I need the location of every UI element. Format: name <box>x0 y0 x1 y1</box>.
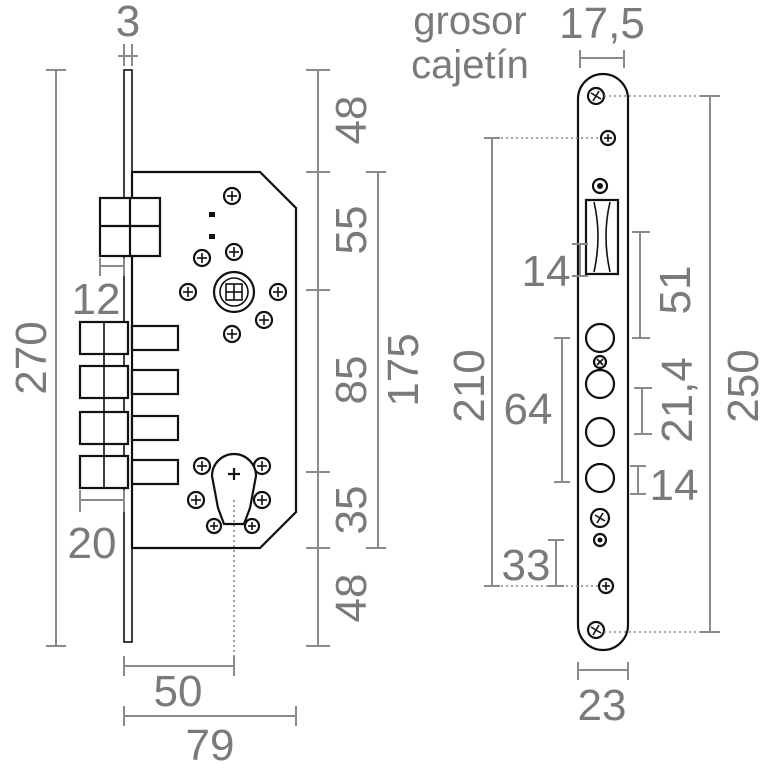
body-width-label: 79 <box>186 721 235 768</box>
grosor-line1: grosor <box>413 0 526 43</box>
seg-35-label: 35 <box>327 486 376 535</box>
grosor-line2: cajetín <box>411 43 529 87</box>
cylinder-screw <box>589 507 611 529</box>
grosor-value: 17,5 <box>559 0 645 48</box>
plate-screw-5 <box>597 577 615 595</box>
bolt-size-label: 14 <box>650 461 699 510</box>
bolt-pitch-label: 21,4 <box>653 357 702 443</box>
seg-55-label: 55 <box>327 206 376 255</box>
bolt-span-label: 64 <box>504 385 553 434</box>
screw-span-250-label: 250 <box>719 349 768 422</box>
top-offset-label: 48 <box>327 96 376 145</box>
faceplate-strip <box>123 69 133 643</box>
latch-height-label: 14 <box>522 247 571 296</box>
plate-screw-bottom <box>586 620 606 640</box>
bottom-offset-label: 48 <box>327 574 376 623</box>
plate-width-label: 23 <box>578 681 627 730</box>
marker-1 <box>209 212 215 217</box>
bolt-offset-label: 20 <box>68 519 117 568</box>
latch-offset-label: 12 <box>72 275 121 324</box>
cylinder-cutout <box>210 452 258 526</box>
faceplate-front-view <box>576 72 630 652</box>
bolt-hole-2 <box>584 368 616 400</box>
spindle-follower <box>212 270 256 314</box>
plate-thickness-label: 3 <box>116 0 140 46</box>
bolt-hole-3 <box>584 416 616 448</box>
plate-screw-3 <box>591 177 609 195</box>
lock-case <box>130 170 298 550</box>
bolt-hole-4 <box>584 462 616 494</box>
backset-label: 50 <box>154 667 203 716</box>
left-dimensions: 3 270 48 55 85 35 48 175 12 20 <box>7 0 428 768</box>
latch-bolt <box>98 196 162 258</box>
plate-screw-top <box>586 86 606 106</box>
screw-span-210-label: 210 <box>445 349 494 422</box>
bolt-hole-1 <box>584 322 616 354</box>
latch-span-label: 51 <box>651 266 700 315</box>
plate-screw-2 <box>599 129 617 147</box>
total-height-label: 270 <box>7 321 56 394</box>
marker-2 <box>209 234 215 239</box>
deadbolts <box>78 320 180 490</box>
seg-85-label: 85 <box>327 356 376 405</box>
latch-slot <box>584 198 620 276</box>
right-dimensions: grosor cajetín 17,5 210 250 14 51 <box>411 0 768 730</box>
bottom-span-label: 33 <box>502 541 551 590</box>
lock-body-side-view <box>78 69 298 643</box>
seg-175-label: 175 <box>379 333 428 406</box>
case-screws <box>178 186 288 535</box>
